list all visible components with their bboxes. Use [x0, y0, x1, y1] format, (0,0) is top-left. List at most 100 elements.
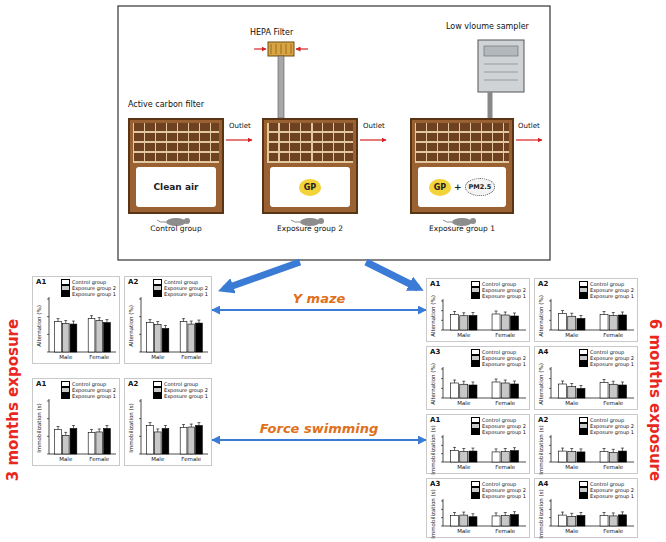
legend-swatch — [153, 393, 162, 399]
error-cap — [612, 381, 615, 382]
chart-title: A1 — [430, 416, 440, 424]
bar — [577, 319, 585, 331]
legend-text: Exposure group 1 — [590, 493, 634, 499]
axis-tick — [139, 334, 141, 335]
error-cap — [513, 313, 516, 314]
bar — [559, 515, 567, 526]
bar — [618, 315, 626, 330]
legend-text: Exposure group 1 — [164, 291, 208, 297]
bar — [559, 384, 567, 398]
legend-text: Control group — [72, 381, 106, 387]
axis-title: Immobilization (s) — [128, 403, 134, 452]
bar — [609, 316, 617, 331]
particle-label: GP — [299, 179, 321, 196]
error-bar — [613, 449, 614, 452]
bar — [55, 322, 62, 352]
axis-category: Male — [151, 456, 164, 462]
axis-category: Female — [181, 456, 201, 462]
axis-tick — [549, 445, 551, 446]
error-bar — [562, 311, 563, 314]
error-bar — [580, 449, 581, 452]
axis-category: Male — [457, 400, 470, 406]
chart-legend: Control groupExposure group 2Exposure gr… — [471, 281, 526, 299]
chart-title: A3 — [430, 480, 440, 488]
axis-tick — [441, 453, 443, 454]
error-cap — [612, 312, 615, 313]
chart-title: A2 — [538, 280, 548, 288]
error-bar — [571, 449, 572, 452]
chart-panel: A4Alternation (%)MaleFemaleControl group… — [534, 346, 638, 410]
legend-text: Exposure group 2 — [590, 355, 634, 361]
chart-legend: Control groupExposure group 2Exposure gr… — [153, 279, 208, 297]
y-axis — [443, 299, 444, 330]
error-cap — [453, 311, 456, 312]
air-flow-arrow — [296, 48, 308, 49]
chart-title: A4 — [538, 480, 548, 488]
particle-label: PM2.5 — [465, 178, 496, 196]
axis-category: Female — [181, 354, 201, 360]
error-cap — [462, 448, 465, 449]
bar — [510, 384, 518, 398]
bar — [568, 452, 576, 463]
axis-title: Alternation (%) — [430, 363, 436, 405]
legend-text: Exposure group 2 — [590, 287, 634, 293]
legend-text: Control group — [590, 417, 624, 423]
error-cap — [471, 312, 474, 313]
axis-tick — [47, 316, 49, 317]
axis-category: Female — [495, 464, 515, 470]
air-flow-arrow — [254, 48, 266, 49]
error-cap — [579, 315, 582, 316]
group-label: Exposure group 2 — [277, 224, 343, 233]
bar — [188, 427, 195, 454]
error-bar — [613, 313, 614, 316]
bar — [609, 384, 617, 398]
bar — [568, 387, 576, 399]
error-bar — [505, 513, 506, 516]
error-bar — [165, 426, 166, 429]
error-bar — [571, 384, 572, 387]
legend-text: Exposure group 1 — [482, 429, 526, 435]
error-bar — [191, 424, 192, 427]
legend-row: Exposure group 1 — [471, 293, 526, 299]
legend-text: Exposure group 1 — [482, 361, 526, 367]
error-cap — [561, 381, 564, 382]
error-bar — [191, 321, 192, 324]
axis-tick — [549, 369, 551, 370]
bar — [501, 383, 509, 398]
legend-swatch — [61, 291, 70, 297]
bar — [154, 325, 161, 352]
bar — [180, 322, 187, 352]
error-cap — [621, 511, 624, 512]
error-bar — [622, 512, 623, 515]
axis-title: Immobilization (s) — [430, 489, 436, 538]
legend-text: Control group — [482, 281, 516, 287]
legend-text: Exposure group 2 — [590, 423, 634, 429]
error-cap — [603, 311, 606, 312]
axis-category: Male — [151, 354, 164, 360]
chart-legend: Control groupExposure group 2Exposure gr… — [579, 481, 634, 499]
y-axis — [443, 499, 444, 526]
period-label: 3 months exposure — [4, 319, 22, 481]
error-cap — [471, 382, 474, 383]
error-cap — [570, 313, 573, 314]
bar — [451, 516, 459, 527]
legend-text: Control group — [164, 381, 198, 387]
error-bar — [604, 380, 605, 383]
cage-rack — [267, 123, 353, 163]
axis-tick — [47, 454, 49, 455]
y-axis — [551, 367, 552, 398]
legend-row: Exposure group 1 — [579, 493, 634, 499]
legend-text: Control group — [590, 281, 624, 287]
axis-category: Male — [565, 332, 578, 338]
axis-tick — [549, 437, 551, 438]
bar — [600, 383, 608, 399]
bar — [492, 452, 500, 462]
error-cap — [197, 422, 200, 423]
error-bar — [73, 426, 74, 429]
bar — [600, 315, 608, 331]
legend-text: Exposure group 2 — [72, 387, 116, 393]
y-axis — [49, 399, 50, 454]
axis-title: Alternation (%) — [36, 305, 42, 347]
error-bar — [198, 423, 199, 426]
error-bar — [463, 313, 464, 316]
